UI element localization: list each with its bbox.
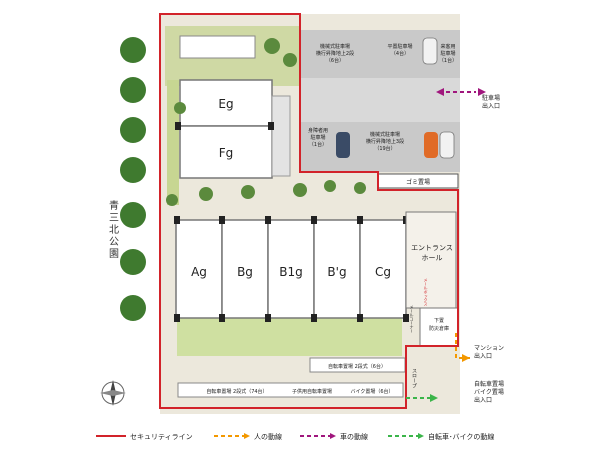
- guest-parking-line1: 来客用: [440, 43, 455, 50]
- building-bpg: [313, 219, 361, 319]
- car-icon: [422, 37, 438, 65]
- legend-security-label: セキュリティライン: [130, 433, 193, 441]
- site-trees: [166, 38, 366, 206]
- building-columns: [174, 122, 409, 322]
- guest-parking-line2: 駐車場: [440, 50, 455, 57]
- legend-bikes-label: 自転車･バイクの動線: [428, 432, 494, 441]
- people-flow-arrowhead: [462, 354, 470, 362]
- park-label: 青三北公園: [107, 199, 119, 260]
- park-trees: [120, 37, 146, 321]
- disabled-parking-line1: 身障者用: [308, 127, 328, 134]
- building-ag: [175, 219, 223, 319]
- building-label-cg: Cg: [375, 265, 391, 279]
- building-label-fg: Fg: [219, 146, 234, 160]
- car-icon: [424, 132, 438, 158]
- mech-parking-bottom-line2: 横行昇降地上3段: [366, 138, 404, 145]
- building-cg: [359, 219, 407, 319]
- legend: セキュリティライン 人の動線 車の動線 自転車･バイクの動線: [96, 432, 494, 441]
- legend-cars-arrowhead: [330, 433, 336, 439]
- mansion-entrance-line2: 出入口: [474, 352, 492, 360]
- car-entrance-line1: 駐車場: [482, 94, 500, 102]
- disabled-parking-line3: （1台）: [309, 141, 327, 148]
- garden-box: [179, 35, 256, 59]
- guest-parking-line3: （1台）: [439, 57, 457, 64]
- bike-parking-2-label: 自転車置場 2段式（74台）: [206, 388, 267, 395]
- mech-parking-top-line2: 横行昇降地上2段: [316, 50, 354, 57]
- building-eg: [179, 79, 273, 127]
- mech-parking-top-line1: 機械式駐車場: [320, 43, 350, 50]
- car-entrance-line2: 出入口: [482, 102, 500, 110]
- slope-label: スロープ: [411, 368, 417, 388]
- sub-entrance-box: [419, 307, 459, 347]
- entrance-hall-line2: ホール: [422, 254, 443, 262]
- bike-parking-1-label: 自転車置場 2段式（6台）: [328, 363, 386, 370]
- car-icon: [439, 131, 455, 159]
- building-label-bpg: B'g: [327, 265, 346, 279]
- mech-parking-bottom-line1: 機械式駐車場: [370, 131, 400, 138]
- driveway: [300, 78, 460, 122]
- building-fg: [179, 125, 273, 179]
- garbage-label: ゴミ置場: [406, 178, 430, 186]
- entrance-hall-line1: エントランス: [411, 244, 453, 252]
- bicycle-entrance-line3: 出入口: [474, 396, 492, 404]
- flat-parking-line2: （4台）: [391, 50, 409, 57]
- mech-parking-bottom-line3: （19台）: [374, 145, 395, 152]
- building-b1g: [267, 219, 315, 319]
- planter-left: [167, 80, 179, 205]
- building-bg: [221, 219, 269, 319]
- disabled-parking-line2: 駐車場: [310, 134, 325, 141]
- mansion-entrance-line1: マンション: [474, 345, 504, 352]
- corridor-ef: [271, 95, 291, 177]
- mech-parking-top-line3: （6台）: [326, 57, 344, 64]
- sub-entrance-line1: 下置: [434, 318, 444, 324]
- car-icon: [336, 132, 350, 158]
- bicycle-entrance-line1: 自転車置場: [474, 380, 504, 388]
- bicycle-entrance-line2: バイク置場: [474, 388, 504, 396]
- mailbox-label: メールボックス: [424, 278, 429, 307]
- motorbike-label: バイク置場（6台）: [350, 388, 393, 395]
- building-label-eg: Eg: [218, 97, 233, 111]
- legend-bikes-arrowhead: [418, 433, 424, 439]
- compass-icon: [100, 380, 126, 406]
- building-label-ag: Ag: [191, 265, 207, 279]
- bike-parking-strip-2: [177, 382, 404, 398]
- legend-people-label: 人の動線: [254, 432, 282, 441]
- building-label-bg: Bg: [237, 265, 253, 279]
- legend-cars-label: 車の動線: [340, 432, 368, 441]
- legend-people-arrowhead: [244, 433, 250, 439]
- entrance-hall-area: [405, 211, 457, 309]
- building-label-b1g: B1g: [279, 265, 302, 279]
- sub-entrance-line2: 防災倉庫: [429, 325, 449, 332]
- mail-corner-label: メールコーナー: [410, 305, 415, 333]
- bike-flow-arrowhead: [430, 394, 438, 402]
- lawn-bottom: [177, 318, 402, 356]
- people-flow-line: [455, 330, 470, 359]
- child-bike-label: 子供用自転車置場: [292, 388, 332, 395]
- flat-parking-line1: 平置駐車場: [387, 43, 412, 50]
